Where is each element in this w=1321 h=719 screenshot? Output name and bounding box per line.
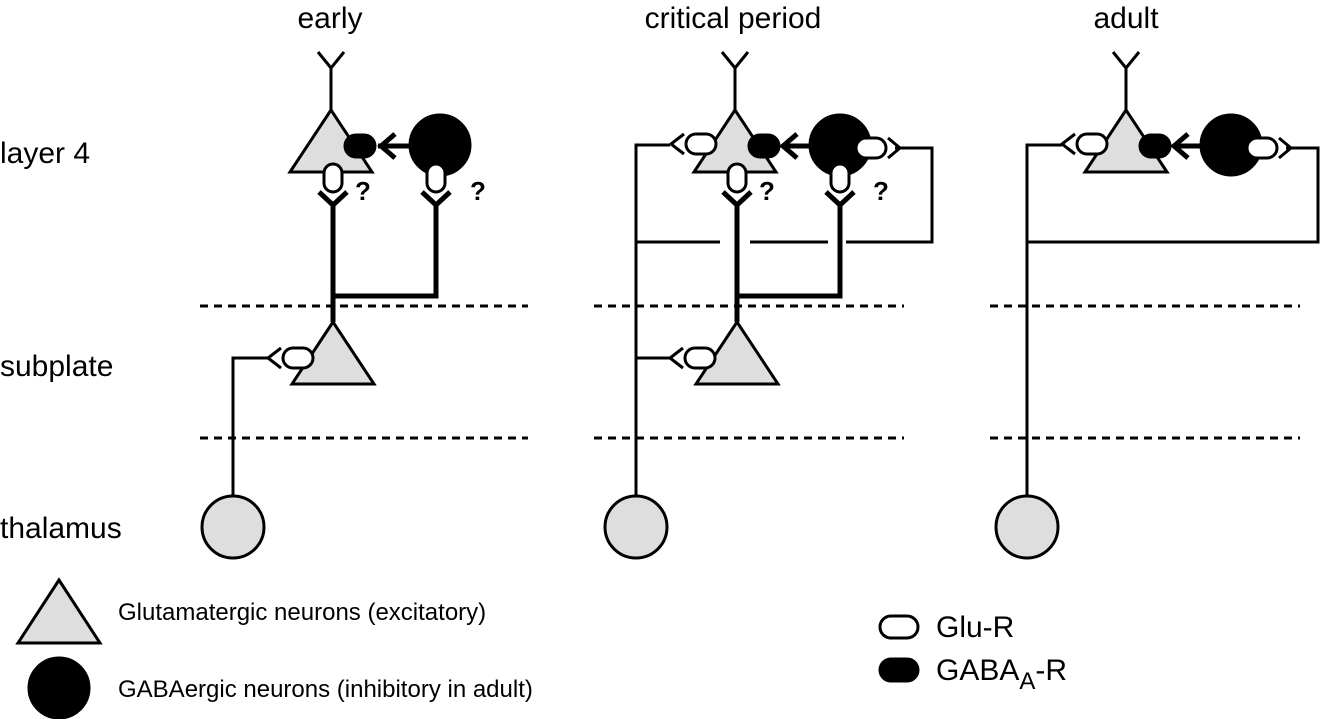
subplate-axon — [734, 205, 843, 322]
glu-receptor-pyramidal — [726, 162, 748, 194]
thalamic-axon — [634, 143, 934, 496]
thalamic-bouton — [265, 346, 282, 370]
thalamic-axon — [231, 356, 268, 496]
panel-early: ? ? — [200, 51, 486, 560]
gaba-a-receptor — [1138, 133, 1172, 159]
legend-circle-icon — [27, 656, 91, 719]
subplate-bouton-pyramidal — [317, 190, 349, 207]
thalamic-bouton-interneuron — [1278, 136, 1294, 160]
question-mark: ? — [470, 176, 486, 206]
gaba-terminal — [1170, 132, 1203, 160]
legend-glu-r-label: Glu-R — [936, 611, 1014, 644]
apical-dendrite — [1111, 51, 1141, 112]
apical-dendrite — [720, 51, 750, 112]
subplate-neuron — [693, 319, 781, 386]
subplate-bouton-pyramidal — [721, 190, 753, 207]
subplate-axon — [330, 205, 439, 322]
subplate-bouton-interneuron — [824, 190, 856, 207]
question-mark: ? — [759, 176, 775, 206]
subplate-bouton-interneuron — [420, 190, 452, 207]
legend-glu-r-icon — [878, 614, 920, 640]
thalamic-bouton-interneuron — [887, 136, 903, 160]
row-label-subplate: subplate — [0, 350, 113, 383]
apical-dendrite — [316, 51, 346, 112]
row-label-thalamus: thalamus — [0, 512, 122, 545]
thalamic-bouton-pyramidal — [668, 132, 685, 156]
glu-receptor-thalamic-interneuron — [854, 136, 888, 160]
legend-gabaergic-label: GABAergic neurons (inhibitory in adult) — [118, 676, 533, 703]
gaba-a-receptor — [343, 133, 377, 159]
legend: Glutamatergic neurons (excitatory) GABAe… — [15, 577, 1067, 719]
panel-title-adult: adult — [1093, 2, 1159, 35]
glu-receptor-pyramidal — [322, 162, 344, 194]
panel-adult — [994, 51, 1320, 560]
glu-receptor-thalamic-pyramidal — [684, 132, 718, 156]
panel-title-critical-period: critical period — [645, 2, 822, 35]
question-mark: ? — [873, 176, 889, 206]
glu-receptor-subplate — [281, 346, 315, 370]
glu-receptor-subplate — [683, 346, 717, 370]
legend-glutamatergic-label: Glutamatergic neurons (excitatory) — [118, 599, 486, 626]
row-label-layer4: layer 4 — [0, 137, 90, 170]
thalamic-bouton-pyramidal — [1059, 132, 1076, 156]
glu-receptor-thalamic-interneuron — [1245, 136, 1279, 160]
panel-critical-period: ? ? — [603, 51, 934, 560]
thalamic-axon — [1025, 143, 1320, 496]
legend-gaba-r-icon — [878, 657, 920, 683]
legend-triangle-icon — [15, 577, 103, 645]
question-mark: ? — [355, 176, 371, 206]
panel-title-early: early — [297, 2, 362, 35]
gaba-terminal — [779, 132, 812, 160]
legend-gaba-r-label: GABAA-R — [936, 654, 1067, 695]
thalamic-bouton — [667, 346, 684, 370]
glu-receptor-interneuron — [829, 162, 851, 194]
gaba-terminal — [377, 132, 412, 160]
glu-receptor-interneuron — [425, 162, 447, 194]
layer-boundaries — [200, 304, 1300, 440]
thalamic-neuron — [994, 494, 1060, 560]
gaba-a-receptor — [747, 133, 781, 159]
thalamic-neuron — [603, 494, 669, 560]
glu-receptor-thalamic-pyramidal — [1075, 132, 1109, 156]
thalamic-neuron — [200, 494, 266, 560]
